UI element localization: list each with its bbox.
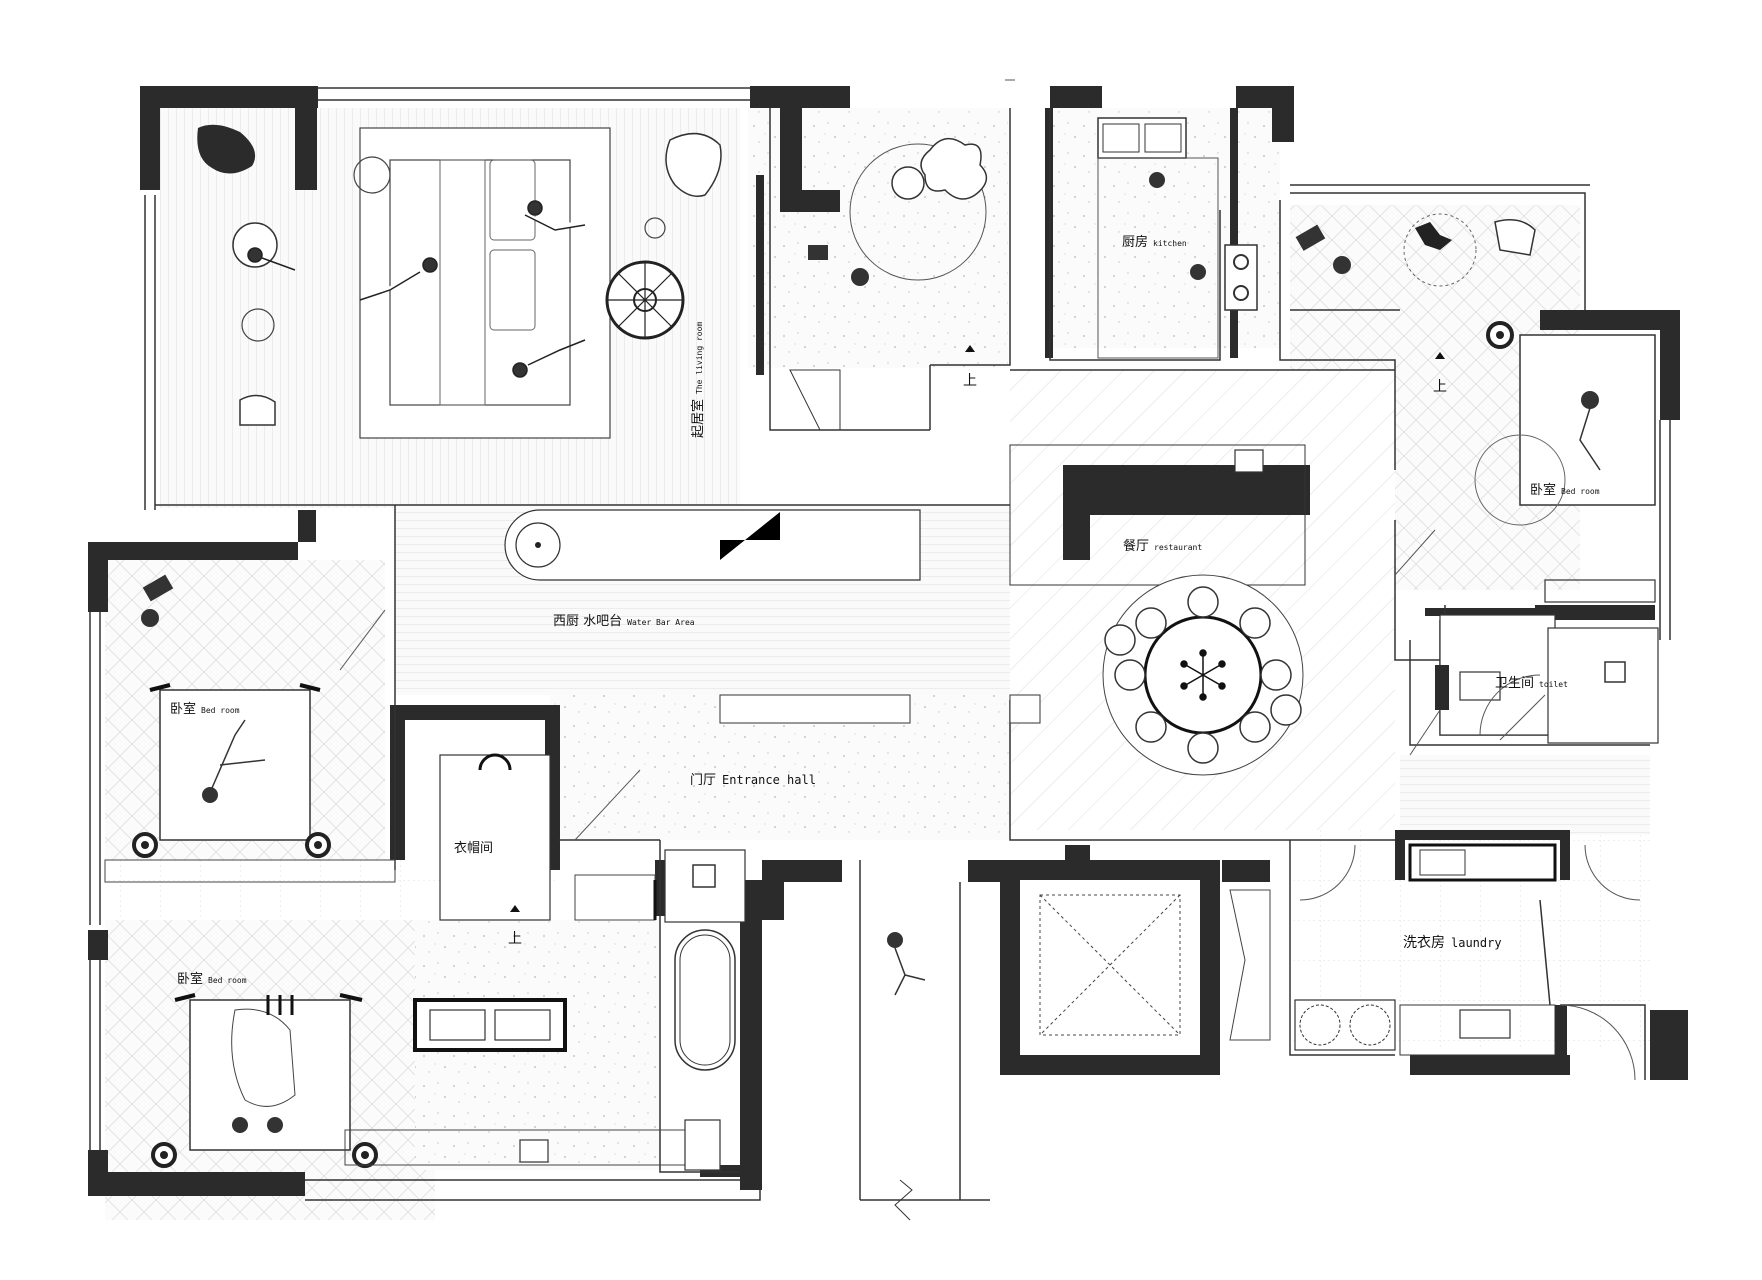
restaurant-en: restaurant <box>1154 543 1203 552</box>
stair-up-mark-living: 上 <box>963 373 977 389</box>
room-label-water-bar: 西厨 水吧台 Water Bar Area <box>553 612 695 628</box>
bedroom-ne-zh: 卧室 <box>1530 483 1557 498</box>
cloakroom-zh: 衣帽间 <box>454 841 494 856</box>
corridor-floor <box>1400 755 1650 835</box>
bedroom-west-en: Bed room <box>201 706 240 715</box>
people-living <box>247 200 586 378</box>
lamp-icon <box>132 832 158 858</box>
laundry-sink <box>1459 1009 1511 1039</box>
dog-icon <box>1415 222 1452 250</box>
floor-drain <box>692 864 716 888</box>
bed <box>159 689 311 841</box>
stair-arrows <box>510 345 1445 912</box>
restaurant-zh: 餐厅 <box>1123 539 1150 554</box>
bedroom-sw-zh: 卧室 <box>177 972 204 987</box>
bedroom-west-zh: 卧室 <box>170 702 197 717</box>
laptop <box>808 245 828 260</box>
laundry <box>1294 843 1641 1081</box>
room-label-living: 起居室 The living room <box>691 321 706 438</box>
stair-up-mark-bedroom: 上 <box>1433 379 1447 395</box>
rug-blob <box>197 124 256 174</box>
restaurant <box>1009 444 1306 776</box>
room-label-entrance: 门厅 Entrance hall <box>690 771 816 787</box>
lounge-chair <box>232 222 278 268</box>
living-room-zh: 起居室 <box>691 398 706 438</box>
person-bed <box>1581 391 1599 409</box>
laundry-en: laundry <box>1451 936 1502 950</box>
table-centerpiece <box>1180 649 1226 701</box>
island-counter <box>504 509 921 581</box>
bedroom-west <box>104 574 396 883</box>
water-bar-zh: 西厨 水吧台 <box>553 614 623 629</box>
lamp-icon <box>305 832 331 858</box>
person-study <box>851 268 869 286</box>
kitchen-en: kitchen <box>1153 239 1187 248</box>
living-room-en: The living room <box>695 321 704 394</box>
toilet-en: toilet <box>1539 680 1568 689</box>
bench <box>719 694 911 724</box>
dining-chairs <box>1104 586 1302 764</box>
doors <box>339 79 1546 756</box>
toilet-fixture <box>684 1119 721 1171</box>
toilet-fixture <box>1459 671 1501 701</box>
bedroom-ne <box>1295 213 1656 603</box>
water-bar-en: Water Bar Area <box>627 618 695 627</box>
person-bed <box>232 1117 248 1133</box>
bathtub <box>674 929 736 1071</box>
stair-up-mark-bath: 上 <box>508 931 522 947</box>
water-bar <box>504 509 1041 724</box>
side-table <box>353 156 391 194</box>
double-sink <box>1097 117 1187 159</box>
entrance-en: Entrance hall <box>722 773 816 787</box>
person-entrance <box>887 932 903 948</box>
kitchen <box>1097 117 1258 359</box>
partitions <box>155 108 1650 1200</box>
living-room <box>197 124 722 439</box>
master-bath <box>413 849 746 1171</box>
kitchen-zh: 厨房 <box>1122 235 1149 250</box>
bedroom-ne-en: Bed room <box>1561 487 1600 496</box>
outer-lines <box>89 87 1671 1221</box>
lounge-chair <box>920 137 988 200</box>
toilet-room <box>1435 614 1659 744</box>
room-label-bedroom-west: 卧室 Bed room <box>170 700 240 716</box>
armchair <box>665 132 722 197</box>
washer-dryer <box>1294 999 1396 1051</box>
bedroom-southwest <box>151 993 691 1168</box>
laundry-zh: 洗衣房 <box>1403 935 1445 951</box>
person-bed <box>202 787 218 803</box>
room-label-restaurant: 餐厅 restaurant <box>1123 537 1202 553</box>
bedroom-sw-en: Bed room <box>208 976 247 985</box>
cloakroom <box>439 753 926 996</box>
room-label-cloakroom: 衣帽间 <box>454 839 493 855</box>
elevator <box>1039 889 1271 1041</box>
bed <box>1519 334 1656 506</box>
toilet-zh: 卫生间 <box>1495 676 1535 691</box>
room-label-toilet: 卫生间 toilet <box>1495 674 1568 690</box>
entrance-zh: 门厅 <box>690 773 717 788</box>
room-label-kitchen: 厨房 kitchen <box>1122 233 1187 249</box>
room-label-bedroom-sw: 卧室 Bed room <box>177 970 247 986</box>
room-label-laundry: 洗衣房 laundry <box>1403 934 1502 950</box>
double-vanity <box>413 998 567 1052</box>
lamp-icon <box>352 1142 378 1168</box>
lamp-icon <box>151 1142 177 1168</box>
study-area <box>789 137 988 431</box>
room-label-bedroom-ne: 卧室 Bed room <box>1530 481 1600 497</box>
